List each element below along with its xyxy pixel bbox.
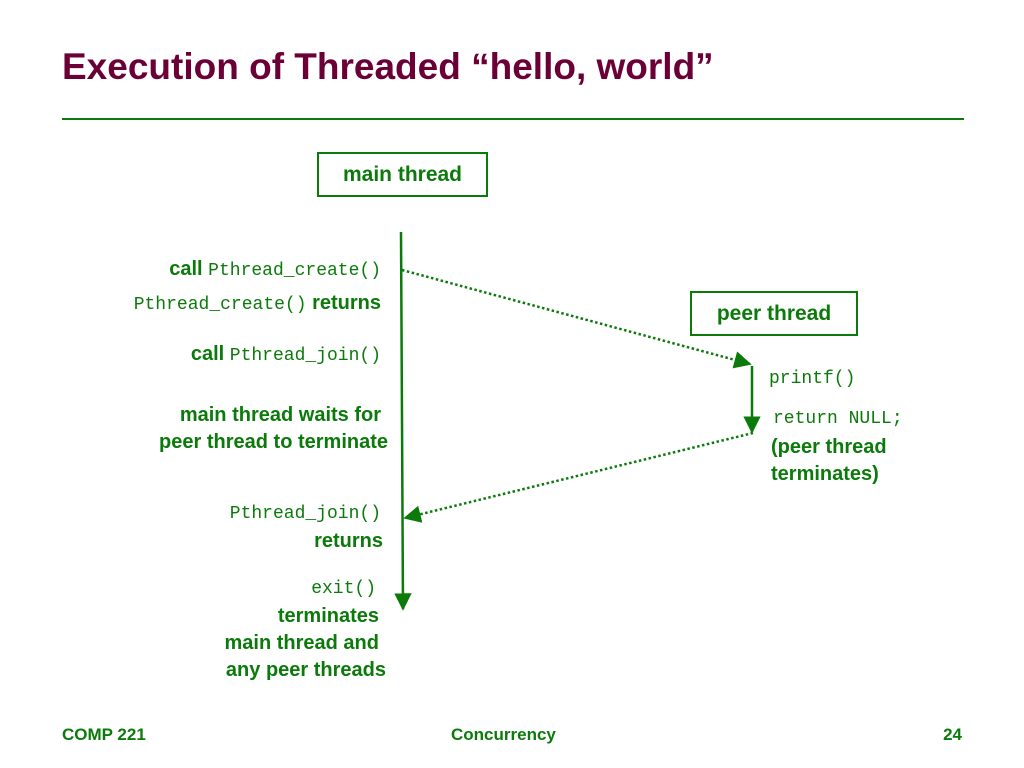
printf-label: printf() (769, 369, 856, 389)
wait-label-line2: peer thread to terminate (159, 431, 388, 453)
wait-label-line1: main thread waits for (179, 404, 381, 426)
create-arrow (401, 268, 752, 369)
call-create-label: call Pthread_create() (169, 258, 381, 281)
peer-terminates-line1: (peer thread (771, 436, 887, 458)
return-null-label: return NULL; (773, 409, 903, 429)
join-arrow (403, 431, 754, 523)
exit-label-line2: main thread and (224, 632, 379, 654)
peer-terminates-line2: terminates) (771, 463, 879, 485)
join-returns-text: returns (314, 530, 383, 552)
create-returns-label: Pthread_create() returns (133, 292, 381, 315)
title-divider (62, 118, 964, 120)
footer-course: COMP 221 (62, 725, 146, 744)
slide-title: Execution of Threaded “hello, world” (62, 46, 714, 87)
main-thread-box: main thread (317, 152, 488, 197)
join-returns-code: Pthread_join() (229, 504, 381, 524)
exit-label-line3: any peer threads (225, 659, 386, 681)
footer-topic: Concurrency (451, 725, 556, 744)
exit-label-line1: terminates (277, 605, 379, 627)
exit-code: exit() (311, 579, 376, 599)
main-thread-timeline (394, 231, 412, 611)
footer-page-number: 24 (943, 725, 962, 744)
call-join-label: call Pthread_join() (190, 343, 381, 366)
peer-thread-box: peer thread (690, 291, 858, 336)
